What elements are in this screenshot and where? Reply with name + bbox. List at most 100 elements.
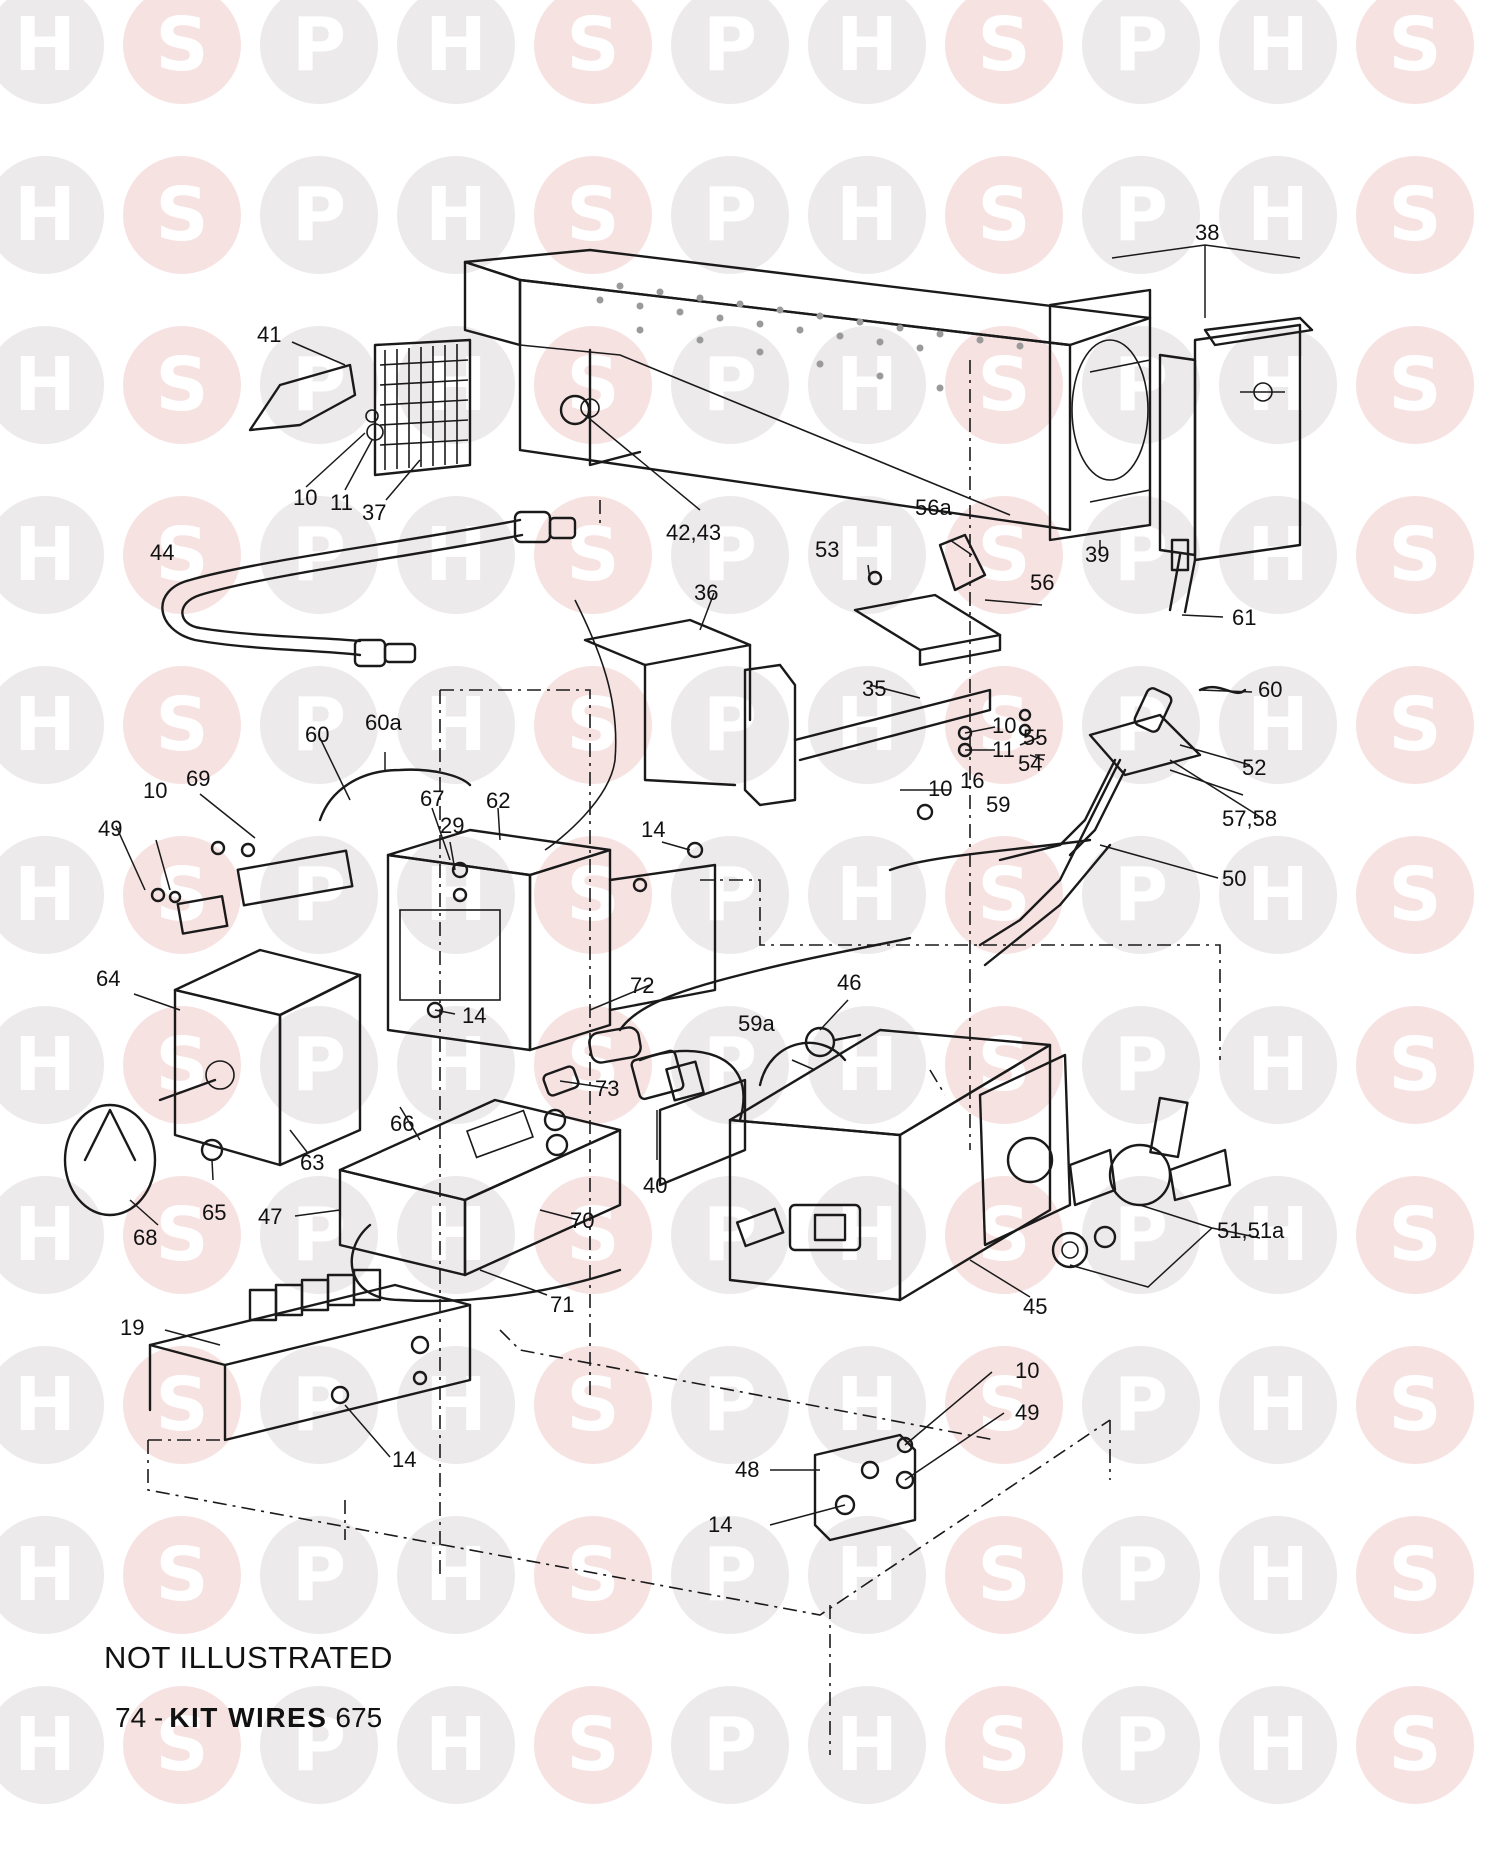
callout-53: 53 bbox=[815, 537, 839, 562]
callout-65: 65 bbox=[202, 1200, 226, 1225]
callout-60-left: 60 bbox=[305, 722, 329, 747]
callout-10-thermostat: 10 bbox=[143, 778, 167, 803]
callout-10-bracket: 10 bbox=[928, 776, 952, 801]
watermark-h-circle: H bbox=[397, 496, 515, 614]
watermark-s-circle: S bbox=[534, 1176, 652, 1294]
watermark-h-circle: H bbox=[0, 0, 104, 104]
callout-69: 69 bbox=[186, 766, 210, 791]
watermark-s-circle: S bbox=[123, 666, 241, 784]
watermark-h-circle: H bbox=[1219, 666, 1337, 784]
watermark-p-circle: P bbox=[1082, 1686, 1200, 1804]
watermark-h-circle: H bbox=[0, 496, 104, 614]
watermark-p-circle: P bbox=[260, 666, 378, 784]
watermark-h-circle: H bbox=[0, 836, 104, 954]
callout-66: 66 bbox=[390, 1111, 414, 1136]
screws-and-washers bbox=[150, 570, 1032, 1386]
watermark-h-circle: H bbox=[808, 496, 926, 614]
watermark-s-circle: S bbox=[1356, 836, 1474, 954]
watermark-h-circle: H bbox=[808, 1686, 926, 1804]
watermark-h-circle: H bbox=[397, 156, 515, 274]
callout-10-base: 10 bbox=[1015, 1358, 1039, 1383]
watermark-s-circle: S bbox=[1356, 156, 1474, 274]
callout-42-43: 42,43 bbox=[666, 520, 721, 545]
watermark-s-circle: S bbox=[1356, 1006, 1474, 1124]
watermark-s-circle: S bbox=[534, 1346, 652, 1464]
watermark-p-circle: P bbox=[671, 1346, 789, 1464]
ignition-lead-60 bbox=[318, 768, 472, 822]
watermark-s-circle: S bbox=[123, 0, 241, 104]
callout-14-bracket: 14 bbox=[708, 1512, 732, 1537]
callout-73: 73 bbox=[595, 1076, 619, 1101]
callout-11: 11 bbox=[330, 490, 353, 515]
callout-labels: 38 41 10 11 37 42,43 39 56a 53 56 44 36 … bbox=[96, 220, 1285, 1537]
kit-number: 74 - bbox=[115, 1702, 164, 1733]
watermark-p-circle: P bbox=[260, 0, 378, 104]
watermark-p-circle: P bbox=[1082, 1516, 1200, 1634]
callout-39: 39 bbox=[1085, 542, 1109, 567]
callout-35: 35 bbox=[862, 676, 886, 701]
watermark-s-circle: S bbox=[123, 1346, 241, 1464]
watermark-h-circle: H bbox=[1219, 1346, 1337, 1464]
watermark-s-circle: S bbox=[534, 326, 652, 444]
watermark-p-circle: P bbox=[1082, 1006, 1200, 1124]
watermark-h-circle: H bbox=[0, 326, 104, 444]
callout-70: 70 bbox=[570, 1208, 594, 1233]
callout-29: 29 bbox=[440, 813, 464, 838]
callout-14-base: 14 bbox=[392, 1447, 416, 1472]
gas-pipe-44 bbox=[161, 510, 577, 668]
callout-59: 59 bbox=[986, 792, 1010, 817]
watermark-p-circle: P bbox=[671, 666, 789, 784]
watermark-h-circle: H bbox=[0, 1176, 104, 1294]
watermark-p-circle: P bbox=[671, 326, 789, 444]
watermark-s-circle: S bbox=[534, 1686, 652, 1804]
pilot-bracket-36 bbox=[583, 618, 992, 807]
callout-59a: 59a bbox=[738, 1011, 775, 1036]
callout-67: 67 bbox=[420, 786, 444, 811]
watermark-h-circle: H bbox=[1219, 836, 1337, 954]
callout-57-58: 57,58 bbox=[1222, 806, 1277, 831]
casing-phantom-outline bbox=[147, 360, 1221, 1755]
watermark-p-circle: P bbox=[260, 156, 378, 274]
watermark-h-circle: H bbox=[1219, 1006, 1337, 1124]
watermark-p-circle: P bbox=[260, 1686, 378, 1804]
watermark-s-circle: S bbox=[1356, 0, 1474, 104]
callout-71: 71 bbox=[550, 1292, 574, 1317]
callout-leaders bbox=[115, 244, 1301, 1526]
callout-60a: 60a bbox=[365, 710, 402, 735]
callout-19: 19 bbox=[120, 1315, 144, 1340]
callout-48: 48 bbox=[735, 1457, 759, 1482]
watermark-h-circle: H bbox=[808, 836, 926, 954]
watermark-h-circle: H bbox=[397, 1006, 515, 1124]
callout-61: 61 bbox=[1232, 605, 1256, 630]
watermark-h-circle: H bbox=[397, 326, 515, 444]
watermark-h-circle: H bbox=[1219, 1516, 1337, 1634]
watermark-s-circle: S bbox=[534, 0, 652, 104]
watermark-s-circle: S bbox=[945, 0, 1063, 104]
watermark-s-circle: S bbox=[1356, 666, 1474, 784]
callout-56a: 56a bbox=[915, 495, 952, 520]
watermark-h-circle: H bbox=[0, 666, 104, 784]
callout-55: 55 bbox=[1023, 725, 1047, 750]
gas-valve-45 bbox=[658, 1028, 1072, 1302]
watermark-s-circle: S bbox=[945, 1516, 1063, 1634]
watermark-p-circle: P bbox=[671, 1516, 789, 1634]
watermark-s-circle: S bbox=[1356, 496, 1474, 614]
watermark-s-circle: S bbox=[945, 156, 1063, 274]
watermark-h-circle: H bbox=[0, 156, 104, 274]
watermark-s-circle: S bbox=[123, 326, 241, 444]
callout-50: 50 bbox=[1222, 866, 1246, 891]
watermark-h-circle: H bbox=[1219, 0, 1337, 104]
watermark-s-circle: S bbox=[123, 156, 241, 274]
callout-14-top: 14 bbox=[641, 817, 665, 842]
watermark-p-circle: P bbox=[671, 156, 789, 274]
thermostat-assembly bbox=[63, 849, 362, 1217]
watermark-p-circle: P bbox=[1082, 0, 1200, 104]
callout-41: 41 bbox=[257, 322, 281, 347]
callout-44: 44 bbox=[150, 540, 174, 565]
watermark-h-circle: H bbox=[808, 1516, 926, 1634]
watermark-p-circle: P bbox=[1082, 1346, 1200, 1464]
callout-62: 62 bbox=[486, 788, 510, 813]
watermark-s-circle: S bbox=[1356, 1516, 1474, 1634]
